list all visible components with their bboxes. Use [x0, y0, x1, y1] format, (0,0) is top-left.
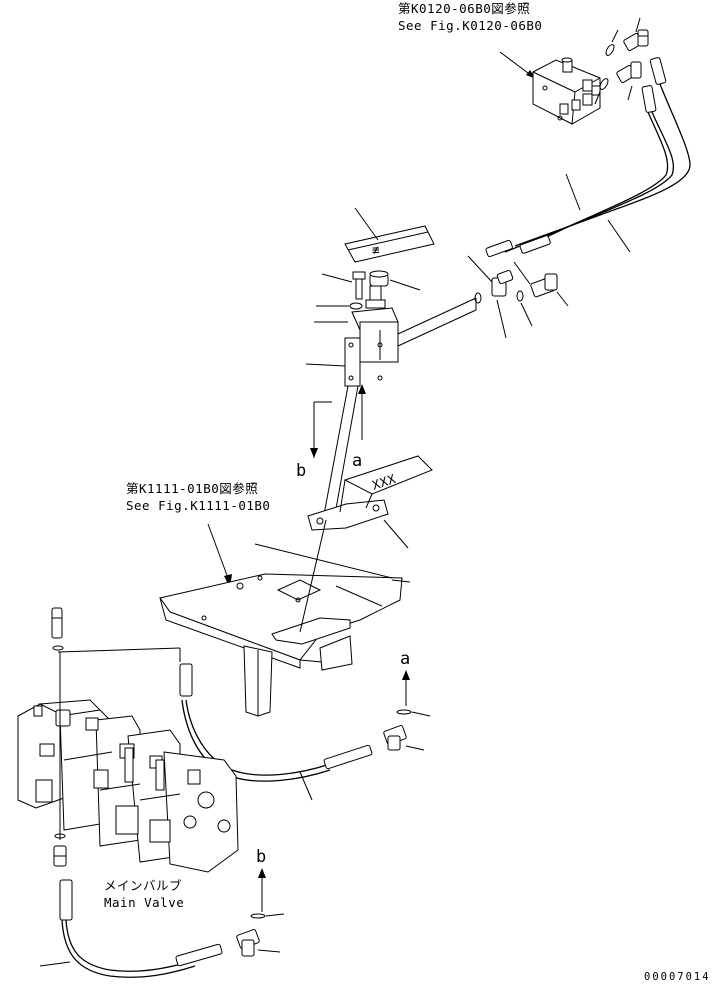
ref-note-mid-en: See Fig.K1111-01B0: [126, 498, 270, 513]
fitting-valve-bottom: [53, 845, 67, 867]
bracket-mark: XXX: [370, 471, 398, 493]
stand-bracket: XXX: [307, 455, 433, 549]
catalog-number: 00007014: [644, 971, 711, 983]
lever-link: [299, 519, 327, 633]
hose-fitting-top-1: [649, 57, 667, 85]
elbow-fitting-top-1: [623, 17, 649, 51]
marker-b-lower: b: [256, 847, 267, 867]
marker-a-lower-arrow: [396, 670, 431, 717]
ref-note-top-en: See Fig.K0120-06B0: [398, 18, 542, 33]
bolt: [321, 271, 366, 300]
o-ring-mid-2: [516, 290, 524, 302]
elbow-fitting-mid-1: [467, 255, 514, 297]
main-valve: [17, 652, 239, 873]
hose-fitting-mid-1: [485, 239, 513, 258]
ref-arrow-mid: [207, 523, 232, 588]
hose-fitting-top-2: [641, 85, 657, 113]
floor-frame: [159, 543, 411, 717]
lever-tubes: [397, 297, 477, 347]
ref-note-mid-jp: 第K1111-01B0図参照: [126, 481, 258, 496]
pilot-valve-block: [532, 57, 601, 125]
marker-a-lower: a: [400, 649, 411, 669]
elbow-fitting-lower-a: [383, 725, 425, 751]
marker-b-upper-arrow: [310, 401, 332, 458]
label-plate-mark: ≢: [372, 242, 380, 257]
pilot-hose-pair: [504, 83, 691, 253]
ref-note-top-jp: 第K0120-06B0図参照: [398, 1, 530, 16]
nut-cap: [369, 270, 421, 291]
marker-b-lower-arrow: [250, 868, 285, 919]
main-valve-hose-lower: [39, 879, 223, 978]
fitting-top-left: [51, 607, 64, 651]
main-valve-label-en: Main Valve: [104, 895, 184, 910]
pilot-line-upper: [57, 647, 181, 662]
pilot-control-valve: [305, 285, 399, 387]
hose-fitting-mid-2: [519, 235, 551, 254]
marker-a-upper: a: [352, 451, 363, 471]
o-ring-top-2: [599, 78, 609, 90]
label-plate: ≢: [344, 207, 435, 263]
main-valve-label-jp: メインバルブ: [104, 878, 182, 893]
elbow-fitting-top-2: [616, 61, 642, 101]
washer: [316, 302, 363, 310]
marker-a-upper-arrow: [358, 384, 366, 440]
lever-column: [322, 385, 359, 521]
marker-b-upper: b: [296, 461, 307, 481]
o-ring-valve-bottom: [54, 833, 66, 839]
ref-arrow-top: [499, 51, 536, 79]
elbow-fitting-lower-b: [236, 929, 281, 957]
elbow-fitting-mid-2: [513, 261, 558, 298]
o-ring-top-1: [605, 44, 615, 56]
